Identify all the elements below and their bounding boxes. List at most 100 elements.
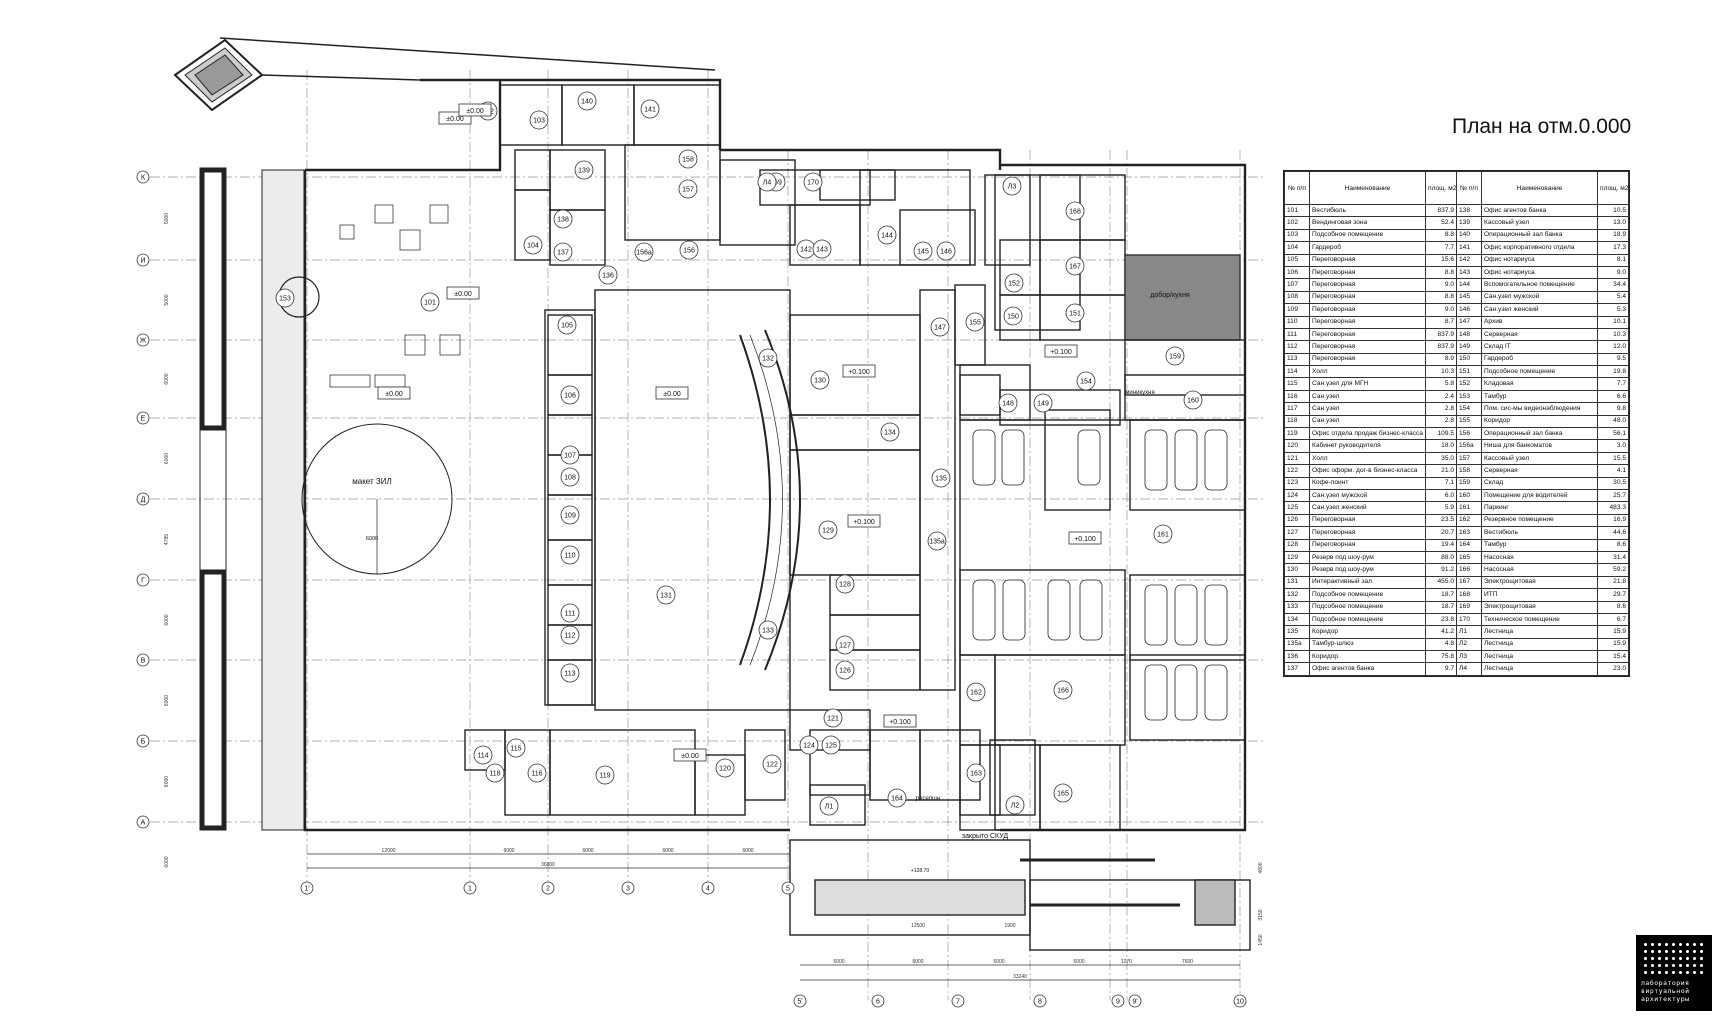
label-model_dim: 6000	[366, 536, 378, 542]
room-name-cell: Офис оформ. дог-в бизнес-класса	[1309, 464, 1426, 478]
room-number: 165	[1057, 791, 1069, 798]
row-axis-marker: И	[136, 253, 150, 267]
room-name-cell: Паркинг	[1481, 501, 1598, 515]
room-number-cell: 143	[1456, 265, 1482, 280]
row-axis-label: Ж	[140, 338, 147, 345]
room-name-cell: Ниша для банкоматов	[1481, 439, 1598, 453]
dimension-label: 6000	[582, 848, 593, 854]
room-number-cell: 166	[1456, 563, 1482, 577]
room-name-cell: Переговорная	[1309, 253, 1426, 267]
header-num-left: № п/п	[1284, 171, 1310, 205]
room-bubble: 101	[420, 292, 440, 312]
room-name-cell: Офис агентов банка	[1481, 203, 1598, 218]
logo-dot-grid	[1642, 941, 1706, 977]
room-bubble: 159	[1165, 346, 1185, 366]
room-area-cell: 15.6	[1425, 253, 1457, 267]
room-area-cell: 10.3	[1425, 365, 1457, 379]
room-name-cell: Лестница	[1481, 650, 1598, 664]
room-bubble: 150	[1003, 306, 1023, 326]
column-axis-marker: 1	[463, 881, 477, 895]
room-number-cell: 168	[1456, 588, 1482, 602]
label-marker: +128.70	[911, 868, 929, 874]
room-number-cell: 117	[1284, 402, 1310, 416]
room-bubble: 154	[1076, 371, 1096, 391]
room-number-cell: 111	[1284, 327, 1310, 342]
room-number: Л2	[1011, 803, 1020, 810]
dimension-label: 1270	[1121, 959, 1132, 965]
column-axis-marker: 9	[1111, 994, 1125, 1008]
room-bubble: 138	[553, 209, 573, 229]
room-name-cell: Переговорная	[1309, 315, 1426, 329]
room-area-cell: 5.8	[1425, 377, 1457, 391]
room-bubble: 113	[560, 663, 580, 683]
room-name-cell: Тамбур	[1481, 389, 1598, 404]
room-bubble: 168	[1065, 201, 1085, 221]
room-area-cell: 34.4	[1597, 278, 1629, 292]
room-name-cell: Подсобное помещение	[1309, 228, 1426, 243]
room-area-cell: 23.5	[1425, 513, 1457, 528]
room-bubble: 160	[1183, 390, 1203, 410]
room-number: 156а	[636, 250, 652, 257]
room-bubble: 115	[506, 738, 526, 758]
room-number-cell: 163	[1456, 526, 1482, 540]
room-area-cell: 59.2	[1597, 563, 1629, 577]
room-number-cell: 144	[1456, 278, 1482, 292]
room-area-cell: 16.9	[1597, 513, 1629, 528]
room-area-cell: 19.4	[1425, 538, 1457, 552]
room-bubble: 110	[560, 545, 580, 565]
room-number: 113	[564, 671, 575, 678]
room-bubble: 132	[758, 348, 778, 368]
dimension-label: 1450	[1258, 934, 1264, 945]
room-number: 148	[1002, 401, 1014, 408]
room-area-cell: 15.9	[1597, 637, 1629, 652]
room-number: 141	[644, 107, 656, 114]
room-area-cell: 44.6	[1597, 526, 1629, 540]
room-number: 110	[564, 553, 575, 560]
room-area-cell: 9.0	[1425, 303, 1457, 317]
room-number: 128	[839, 582, 851, 589]
level-mark-text: ±0.00	[681, 753, 699, 760]
room-name-cell: Сан.узел	[1309, 402, 1426, 416]
room-bubble: 109	[560, 505, 580, 525]
room-area-cell: 29.7	[1597, 588, 1629, 602]
room-bubble: 164	[887, 788, 907, 808]
dimension-label: 12000	[382, 848, 396, 854]
dimension-label: 6000	[164, 614, 170, 625]
room-bubble: 131	[656, 585, 676, 605]
room-number-cell: 103	[1284, 228, 1310, 243]
room-number: 147	[934, 325, 946, 332]
room-number-cell: Л4	[1456, 662, 1482, 676]
room-number: 119	[599, 773, 610, 780]
room-area-cell: 6.6	[1597, 389, 1629, 404]
room-name-cell: Техническое помещение	[1481, 612, 1598, 627]
room-number-cell: 145	[1456, 290, 1482, 305]
room-bubble: 153	[275, 288, 295, 308]
room-number: 145	[917, 249, 929, 256]
dimension-label: 3150	[1258, 909, 1264, 920]
room-number-cell: 119	[1284, 427, 1310, 441]
room-name-cell: Подсобное помещение	[1481, 365, 1598, 379]
room-number: 146	[940, 249, 952, 256]
room-bubble: 165	[1053, 783, 1073, 803]
room-name-cell: Сан.узел	[1309, 389, 1426, 404]
room-bubble: 142	[796, 239, 816, 259]
dimension-label: 6000	[993, 959, 1004, 965]
room-area-cell: 8.9	[1425, 352, 1457, 367]
room-bubble: 156	[679, 240, 699, 260]
room-area-cell: 20.7	[1425, 526, 1457, 540]
room-name-cell: Серверная	[1481, 464, 1598, 478]
room-name-cell: Подсобное помещение	[1309, 588, 1426, 602]
room-number-cell: 112	[1284, 340, 1310, 354]
room-number-cell: 146	[1456, 303, 1482, 317]
row-axis-label: Д	[141, 497, 146, 504]
room-number: 162	[970, 690, 982, 697]
room-number-cell: 130	[1284, 563, 1310, 577]
room-bubble: 133	[758, 620, 778, 640]
level-mark: +0.100	[842, 364, 876, 378]
room-number-cell: 128	[1284, 538, 1310, 552]
